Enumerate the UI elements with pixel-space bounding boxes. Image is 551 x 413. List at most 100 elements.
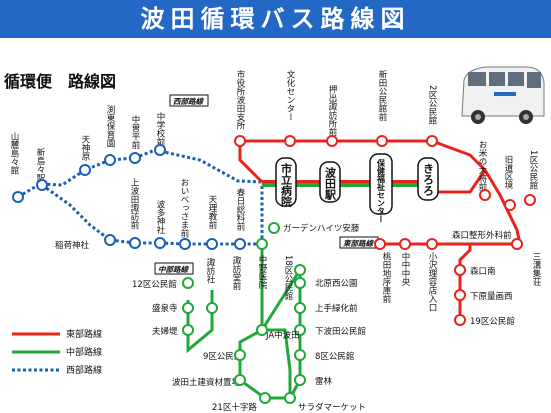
stop-label: 森口整形外科前 (452, 230, 512, 241)
stop-marker (326, 135, 338, 147)
stop-marker (104, 154, 116, 166)
stop-marker (524, 194, 536, 206)
stop-label: 波田土建資材置場 (172, 377, 241, 388)
stop-east-8[interactable]: 桃田地序庫前 (374, 238, 391, 304)
stop-east-10[interactable]: 小沢理容店入口 (426, 238, 438, 312)
stop-label: 森口南 (470, 266, 496, 277)
hub-corridor-green (262, 180, 430, 187)
stop-top-1[interactable]: 文化センター (284, 69, 296, 147)
stop-marker (234, 374, 246, 386)
legend: 東部路線 中部路線 西部路線 (12, 328, 102, 376)
stop-label: 9区公民館 (203, 351, 242, 362)
section-label: 西部路線 (173, 97, 204, 106)
stop-marker (294, 349, 306, 361)
stop-marker (294, 324, 306, 336)
stop-west-2[interactable]: 天神原 (79, 135, 91, 176)
stop-label: 雷林 (315, 376, 333, 387)
section-label: 東部路線 (343, 239, 374, 248)
stop-middle-8[interactable]: 北原西公園 (294, 277, 358, 289)
stop-middle-3[interactable]: 諏訪社 (205, 257, 218, 314)
stop-label: 中学校前 (155, 111, 165, 147)
stop-west-0[interactable]: 山麓島々館 (9, 131, 24, 203)
stop-middle-6[interactable]: 18区公民館 (283, 255, 306, 301)
stop-label: 上波田諏訪前 (129, 178, 139, 230)
stop-label: 12区公民館 (132, 279, 177, 290)
stop-middle-9[interactable]: 上手緑化前 (294, 302, 358, 314)
stop-marker (426, 238, 438, 250)
stop-middle-13[interactable]: サラダマーケット (284, 392, 366, 413)
stop-middle-5[interactable]: 中野医院 (256, 238, 268, 290)
stop-marker (454, 264, 466, 276)
hub-city-hospital[interactable]: 市立病院 (275, 157, 297, 208)
stop-west-11[interactable]: 波多神社 (154, 199, 166, 249)
stop-marker (79, 164, 91, 176)
stop-marker (256, 324, 268, 336)
stop-marker (179, 238, 191, 250)
stop-east-5[interactable]: 森口南 (454, 264, 496, 277)
stop-east-3[interactable]: 森口整形外科前 (452, 230, 523, 250)
stop-east-7[interactable]: 19区公民館 (454, 314, 515, 327)
stop-label: 新田公民館前 (377, 69, 387, 122)
stop-middle-0[interactable]: 12区公民館 (132, 277, 194, 290)
stop-marker (294, 374, 306, 386)
stop-east-4[interactable]: 三溝集荘 (531, 252, 541, 287)
stop-east-9[interactable]: 中中中央 (399, 238, 411, 287)
hub-kiroro[interactable]: きろろ (417, 157, 439, 201)
stop-label: 上手緑化前 (315, 303, 358, 314)
stop-middle-4[interactable]: 諏訪堂前 (231, 255, 241, 290)
hub-label: 波田駅 (324, 166, 338, 201)
stop-top-0[interactable]: 市役所波田支所 (234, 69, 246, 147)
stop-west-6[interactable]: 上波田諏訪前 (129, 178, 141, 249)
stop-label: JA中波田 (265, 330, 300, 341)
stop-label: 8区公民館 (315, 351, 354, 362)
stop-east-2[interactable]: 1区公民館 (524, 150, 538, 206)
stop-west-1[interactable]: 新島々駅 (35, 147, 48, 191)
stop-east-6[interactable]: 下原量画西 (454, 289, 513, 302)
stop-marker (426, 135, 438, 147)
stop-east-1[interactable]: 旧道区境 (503, 155, 516, 211)
stop-middle-11[interactable]: 8区公民館 (294, 349, 354, 362)
stop-marker (182, 324, 194, 336)
stop-marker (104, 234, 116, 246)
hub-label: きろろ (422, 163, 435, 197)
stop-marker (206, 238, 218, 250)
stop-west-8[interactable]: 天理教前 (206, 195, 218, 250)
stop-label: 旧道区境 (503, 155, 513, 190)
stop-marker (234, 135, 246, 147)
stop-marker (504, 199, 516, 211)
stop-east-0[interactable]: お米の大将前 (477, 140, 491, 201)
section-label: 中部路線 (158, 265, 189, 274)
stop-middle-16[interactable]: 9区公民館 (203, 349, 246, 362)
stop-label: 盛泉寺 (152, 303, 178, 314)
stop-middle-10[interactable]: 下波田公民館 (294, 324, 366, 337)
stop-middle-12[interactable]: 雷林 (294, 374, 333, 387)
stop-west-5[interactable]: 中学校前 (154, 111, 166, 156)
stop-middle-2[interactable]: 夫婦堤 (152, 324, 194, 337)
stop-marker (154, 144, 166, 156)
stop-label: ガーデンハイツ安藤 (283, 223, 360, 234)
stop-top-2[interactable]: 押出諏訪所前 (326, 84, 338, 147)
stop-label: 下波田公民館 (315, 326, 366, 337)
stop-marker (399, 238, 411, 250)
stop-top-4[interactable]: 2区公民館 (426, 85, 438, 147)
stop-west-3[interactable]: 渕東保育園 (104, 104, 116, 166)
stop-middle-14[interactable]: 21区十字路 (212, 392, 271, 413)
title-banner: 波田循環バス路線図 (0, 0, 551, 38)
hub-hata-station[interactable]: 波田駅 (319, 161, 341, 203)
stop-label: 諏訪社 (205, 257, 215, 284)
stop-middle-17[interactable]: JA中波田 (256, 324, 300, 341)
stop-west-9[interactable]: 春日総料前 (234, 187, 246, 250)
stop-middle-7[interactable]: ガーデンハイツ安藤 (268, 222, 360, 234)
stop-top-3[interactable]: 新田公民館前 (376, 69, 388, 147)
stop-middle-15[interactable]: 波田土建資材置場 (172, 374, 246, 388)
stop-label: おいべっさま前 (179, 178, 189, 238)
stop-marker (376, 135, 388, 147)
stop-middle-1[interactable]: 盛泉寺 (152, 302, 194, 314)
stop-label: 天理教前 (207, 195, 217, 230)
stop-west-7[interactable]: おいべっさま前 (179, 178, 191, 250)
stop-west-10[interactable]: 稲荷神社 (55, 234, 116, 251)
stop-west-4[interactable]: 中曽平前 (129, 114, 141, 164)
hub-health-center[interactable]: 保健福祉センター (369, 153, 393, 223)
stop-label: 夫婦堤 (152, 326, 178, 337)
stop-label: 市役所波田支所 (235, 69, 245, 130)
